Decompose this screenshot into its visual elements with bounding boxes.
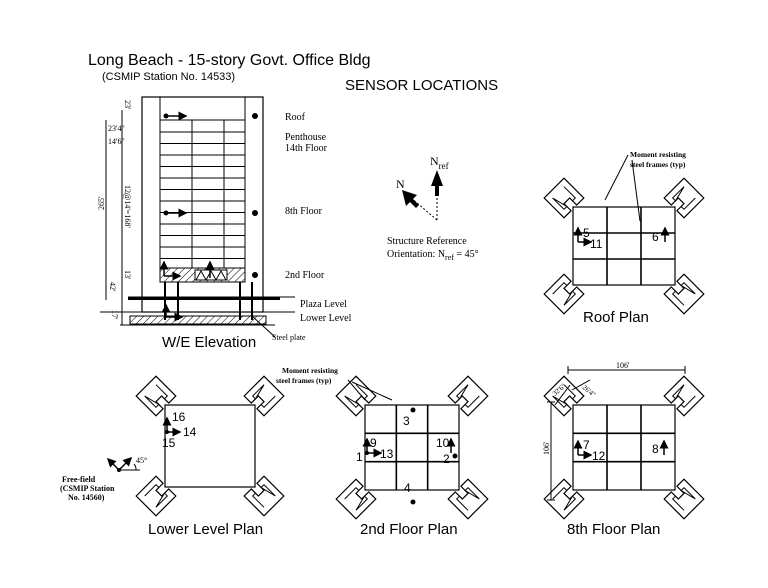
level-8th: 8th Floor xyxy=(285,206,323,217)
sensor-14: 14 xyxy=(183,425,197,439)
lower-level-plan xyxy=(135,375,285,517)
roof-sensors xyxy=(573,226,670,247)
sensor-locations-title: SENSOR LOCATIONS xyxy=(345,77,498,94)
level-14th: 14th Floor xyxy=(285,143,328,154)
sensor-15: 15 xyxy=(162,436,176,450)
level-plaza: Plaza Level xyxy=(300,299,347,310)
dim-23-4: 23'4" xyxy=(108,124,125,133)
free-field-label3: No. 14560) xyxy=(68,493,105,502)
elevation-sensors xyxy=(159,111,258,322)
lower-sensors xyxy=(162,416,182,437)
station-label: (CSMIP Station No. 14533) xyxy=(102,71,235,83)
dim-13: 13' xyxy=(123,270,132,280)
sensor-13: 13 xyxy=(380,447,394,461)
free-field-sensor xyxy=(106,456,140,472)
page-title: Long Beach - 15-story Govt. Office Bldg xyxy=(88,52,371,69)
free-field-angle: 45° xyxy=(136,456,147,465)
sensor-3: 3 xyxy=(403,414,410,428)
north-arrow xyxy=(402,190,419,208)
dim-23: 23' xyxy=(123,100,132,110)
sensor-1: 1 xyxy=(356,450,363,464)
dim-12-at-14: 12@14'=168' xyxy=(123,185,132,228)
level-lower: Lower Level xyxy=(300,313,352,324)
sensor-4: 4 xyxy=(404,481,411,495)
dim-14-6: 14'6" xyxy=(108,137,125,146)
sensor-7: 7 xyxy=(583,438,590,452)
roof-plan-caption: Roof Plan xyxy=(583,309,649,326)
reference-orientation xyxy=(402,170,443,221)
dim-265: 265' xyxy=(97,196,106,210)
sensor-2: 2 xyxy=(443,452,450,466)
second-sensors xyxy=(362,407,458,505)
eighth-plan-caption: 8th Floor Plan xyxy=(567,521,660,538)
roof-moment-note2: steel frames (typ) xyxy=(630,160,686,169)
sensor-5: 5 xyxy=(583,226,590,240)
roof-plan xyxy=(543,177,705,315)
second-floor-plan xyxy=(335,375,489,520)
lower-plan-caption: Lower Level Plan xyxy=(148,521,263,538)
eighth-dims xyxy=(547,366,686,501)
sensor-11: 11 xyxy=(590,237,603,251)
sensor-10: 10 xyxy=(436,436,450,450)
elevation-view xyxy=(100,96,295,338)
steel-plate-label: Steel plate xyxy=(272,333,306,342)
level-penthouse: Penthouse xyxy=(285,132,327,143)
dim-42: 42' xyxy=(108,282,117,292)
eighth-sensors xyxy=(573,439,669,460)
sensor-6: 6 xyxy=(652,230,659,244)
nref-label: Nref xyxy=(430,154,449,171)
second-moment-note1: Moment resisting xyxy=(282,366,338,375)
second-moment-note2: steel frames (typ) xyxy=(276,376,332,385)
second-plan-caption: 2nd Floor Plan xyxy=(360,521,458,538)
level-roof: Roof xyxy=(285,112,306,123)
sensor-16: 16 xyxy=(172,410,186,424)
free-field-label2: (CSMIP Station xyxy=(60,484,115,493)
level-2nd: 2nd Floor xyxy=(285,270,325,281)
north-label: N xyxy=(396,177,405,191)
eighth-floor-plan xyxy=(543,375,705,520)
reference-line1: Structure Reference xyxy=(387,236,467,247)
elevation-caption: W/E Elevation xyxy=(162,334,256,351)
sensor-9: 9 xyxy=(370,436,377,450)
sensor-12: 12 xyxy=(592,449,606,463)
roof-moment-note1: Moment resisting xyxy=(630,150,686,159)
reference-line2: Orientation: Nref = 45° xyxy=(387,249,479,262)
free-field-label1: Free-field xyxy=(62,475,96,484)
sensor-8: 8 xyxy=(652,442,659,456)
dim-17: 17' xyxy=(110,310,119,320)
dim-top-106: 106' xyxy=(616,361,630,370)
dim-left-106: 106' xyxy=(542,441,551,455)
nref-arrow xyxy=(431,170,443,196)
